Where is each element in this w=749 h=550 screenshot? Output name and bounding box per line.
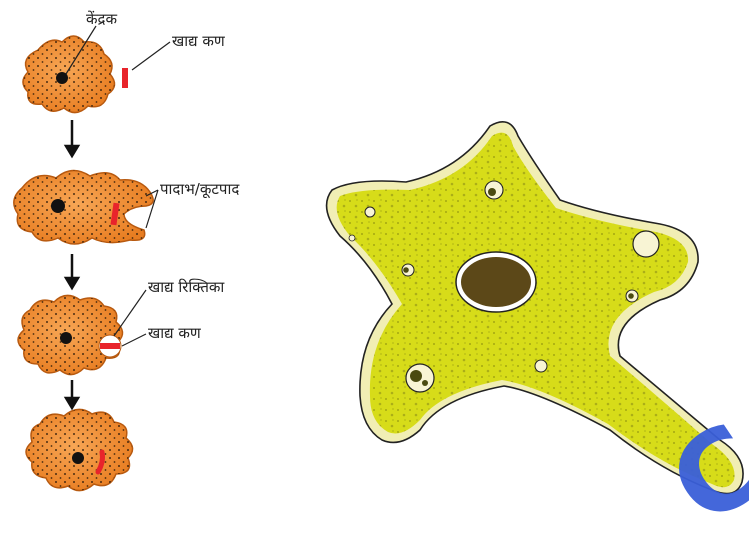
- nucleus-dot: [51, 199, 65, 213]
- amoeba-stage-2: [14, 170, 158, 244]
- amoeba-stage-4: [26, 409, 133, 490]
- food-particle-icon: [122, 68, 128, 88]
- diagram-canvas: [0, 0, 749, 513]
- arrow-down-icon: [66, 380, 78, 408]
- vacuole-small: [535, 360, 547, 372]
- amoeba-stage-3: [18, 290, 146, 375]
- food-particle-icon: [100, 343, 120, 349]
- amoeba-stage-1: [23, 26, 170, 113]
- contractile-vacuole: [633, 231, 659, 257]
- nucleus-dot: [72, 452, 84, 464]
- arrow-down-icon: [66, 120, 78, 156]
- nucleus-dot: [60, 332, 72, 344]
- label-food-particle-1: खाद्य कण: [172, 32, 225, 50]
- label-food-vacuole: खाद्य रिक्तिका: [148, 278, 224, 296]
- amoeba-nutrition-diagram: केंद्रक खाद्य कण पादाभ/कूटपाद खाद्य रिक्…: [0, 0, 749, 513]
- label-pseudopodia: पादाभ/कूटपाद: [160, 180, 239, 198]
- label-nucleus: केंद्रक: [86, 10, 117, 28]
- vacuole-small: [349, 235, 355, 241]
- label-food-particle-2: खाद्य कण: [148, 324, 201, 342]
- arrow-down-icon: [66, 254, 78, 288]
- vacuole-small: [365, 207, 375, 217]
